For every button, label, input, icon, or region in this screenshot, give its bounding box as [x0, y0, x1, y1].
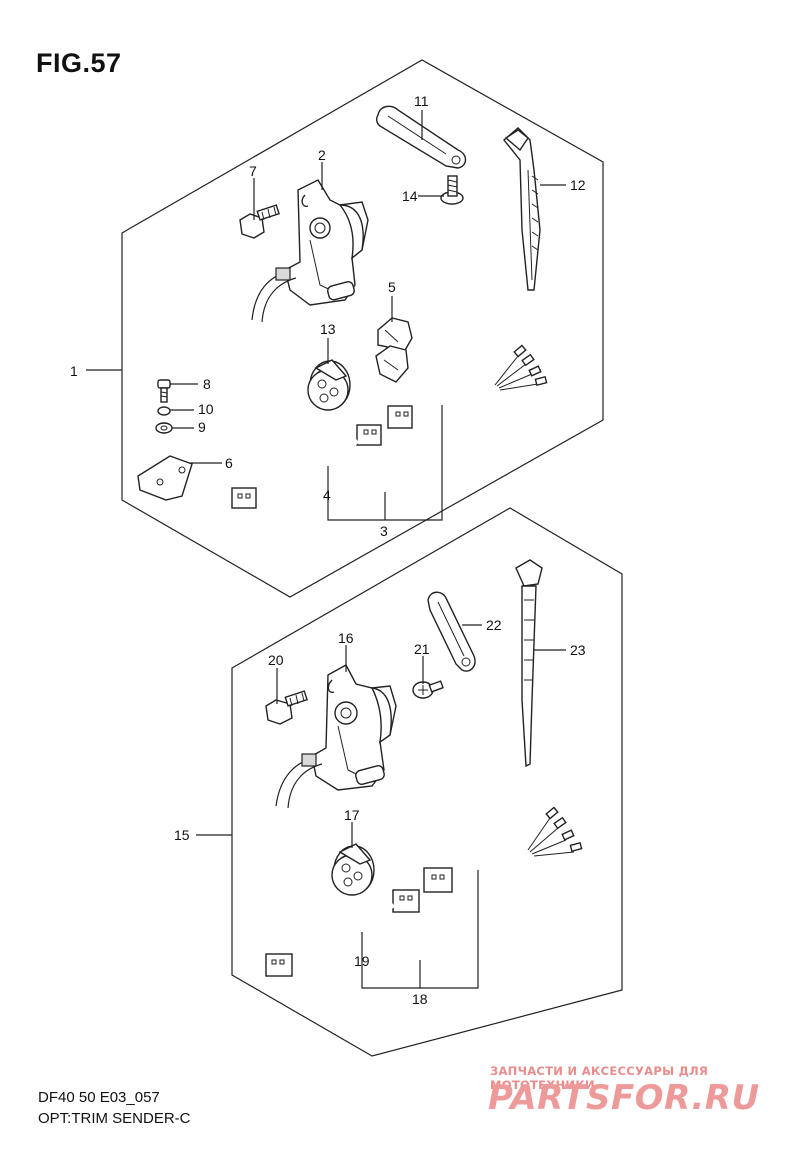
callout-20: 20 — [268, 652, 284, 668]
callout-10: 10 — [198, 401, 214, 417]
callout-9: 9 — [198, 419, 206, 435]
callout-15: 15 — [174, 827, 190, 843]
part-16-trim-sender[interactable] — [275, 664, 397, 809]
callout-21: 21 — [414, 641, 430, 657]
watermark-logo[interactable]: PARTSFOR.RU — [488, 1078, 760, 1118]
callout-8: 8 — [203, 376, 211, 392]
callout-7: 7 — [249, 163, 257, 179]
callout-6: 6 — [225, 455, 233, 471]
part-22-clamp[interactable] — [427, 591, 476, 672]
callout-1: 1 — [70, 363, 78, 379]
part-8-bolt[interactable] — [157, 379, 171, 403]
callout-13: 13 — [320, 321, 336, 337]
part-17-grommet[interactable] — [331, 843, 375, 896]
part-9-washer[interactable] — [155, 422, 173, 434]
callout-19: 19 — [354, 953, 370, 969]
part-11-clamp[interactable] — [375, 105, 467, 169]
leader-lines-lower — [196, 624, 566, 848]
callout-2: 2 — [318, 147, 326, 163]
callout-12: 12 — [570, 177, 586, 193]
callout-3: 3 — [380, 523, 388, 539]
figure-title: FIG.57 — [36, 48, 122, 78]
part-23-cable-tie[interactable] — [515, 559, 543, 768]
callout-23: 23 — [570, 642, 586, 658]
callout-14: 14 — [402, 188, 418, 204]
section-name: OPT:TRIM SENDER-C — [38, 1110, 191, 1127]
part-3-harness[interactable] — [387, 344, 548, 429]
part-7-bolt[interactable] — [239, 204, 280, 239]
model-code: DF40 50 E03_057 — [38, 1089, 160, 1106]
part-5-grommet[interactable] — [375, 317, 413, 383]
part-4-harness[interactable] — [231, 424, 382, 509]
assembly-frame-upper — [121, 59, 604, 598]
callout-4: 4 — [323, 487, 331, 503]
part-20-bolt[interactable] — [265, 690, 308, 725]
callout-5: 5 — [388, 279, 396, 295]
part-10-lockwasher[interactable] — [157, 406, 171, 416]
part-2-trim-sender[interactable] — [251, 179, 369, 323]
part-6-bracket[interactable] — [137, 455, 193, 501]
part-13-grommet[interactable] — [307, 359, 351, 411]
part-19-harness[interactable] — [265, 889, 420, 977]
callout-22: 22 — [486, 617, 502, 633]
assembly-frame-lower — [231, 507, 623, 1057]
part-12-cable-tie[interactable] — [503, 127, 541, 291]
part-21-screw[interactable] — [412, 680, 444, 699]
leader-lines-upper — [86, 110, 566, 464]
watermark-tagline: ЗАПЧАСТИ И АКСЕССУАРЫ ДЛЯ МОТОТЕХНИКИ — [490, 1064, 709, 1092]
part-14-screw[interactable] — [440, 175, 464, 205]
part-18-harness[interactable] — [423, 806, 583, 893]
callout-17: 17 — [344, 807, 360, 823]
callout-18: 18 — [412, 991, 428, 1007]
callout-16: 16 — [338, 630, 354, 646]
callout-11: 11 — [414, 93, 429, 109]
